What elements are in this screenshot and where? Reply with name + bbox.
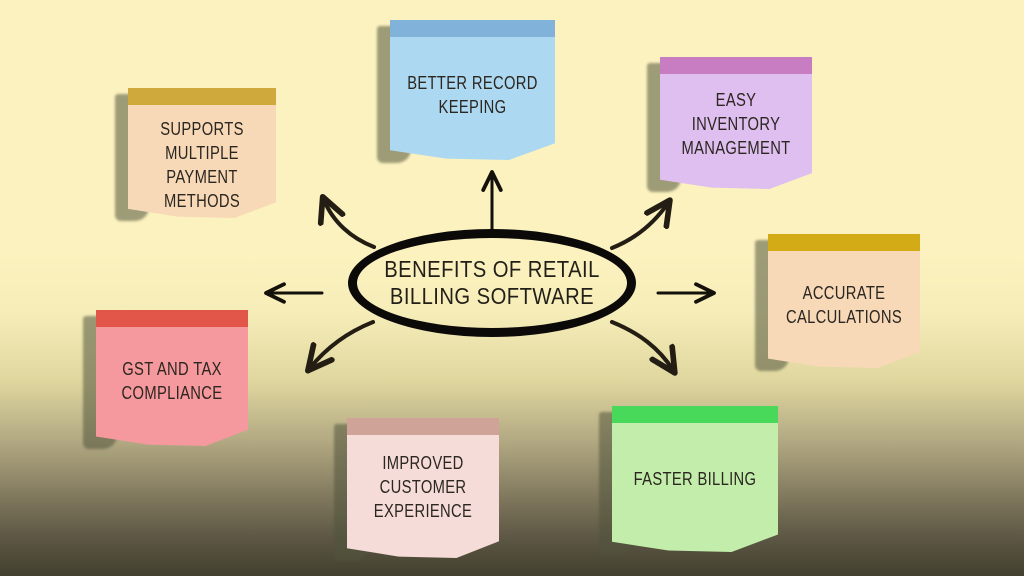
ellipse-outline bbox=[348, 229, 636, 337]
note-body bbox=[612, 406, 778, 552]
sticky-note-gst-and-tax-compliance[interactable]: GST AND TAX COMPLIANCE bbox=[83, 310, 248, 450]
note-paper bbox=[96, 310, 248, 446]
sticky-note-improved-customer-experience[interactable]: IMPROVED CUSTOMER EXPERIENCE bbox=[334, 418, 499, 562]
note-label: EASY INVENTORY MANAGEMENT bbox=[681, 90, 791, 158]
note-strip bbox=[660, 57, 812, 74]
note-body bbox=[660, 57, 812, 189]
note-paper bbox=[660, 57, 812, 189]
central-topic-ellipse[interactable]: BENEFITS OF RETAIL BILLING SOFTWARE bbox=[348, 229, 636, 337]
note-strip bbox=[768, 234, 920, 251]
note-paper bbox=[768, 234, 920, 368]
note-body bbox=[96, 310, 248, 446]
note-strip bbox=[96, 310, 248, 327]
note-body bbox=[128, 88, 276, 218]
note-body bbox=[390, 20, 555, 160]
sticky-note-accurate-calculations[interactable]: ACCURATE CALCULATIONS bbox=[755, 234, 920, 372]
note-strip bbox=[128, 88, 276, 105]
sticky-note-easy-inventory-management[interactable]: EASY INVENTORY MANAGEMENT bbox=[647, 57, 812, 193]
note-strip bbox=[390, 20, 555, 37]
central-topic-label: BENEFITS OF RETAIL BILLING SOFTWARE bbox=[384, 255, 600, 309]
note-paper bbox=[612, 406, 778, 552]
note-strip bbox=[347, 418, 499, 435]
note-label: GST AND TAX COMPLIANCE bbox=[121, 359, 223, 403]
note-paper bbox=[347, 418, 499, 558]
sticky-note-faster-billing[interactable]: FASTER BILLING bbox=[599, 406, 778, 556]
note-strip bbox=[612, 406, 778, 423]
note-body bbox=[347, 418, 499, 558]
note-label: SUPPORTS MULTIPLE PAYMENT METHODS bbox=[160, 119, 244, 211]
note-paper bbox=[128, 88, 276, 218]
sticky-note-better-record-keeping[interactable]: BETTER RECORD KEEPING bbox=[377, 20, 555, 164]
note-label: FASTER BILLING bbox=[633, 469, 757, 489]
note-paper bbox=[390, 20, 555, 160]
note-label: IMPROVED CUSTOMER EXPERIENCE bbox=[373, 453, 473, 521]
note-label: ACCURATE CALCULATIONS bbox=[785, 283, 903, 327]
sticky-note-supports-multiple-payment-methods[interactable]: SUPPORTS MULTIPLE PAYMENT METHODS bbox=[115, 88, 276, 222]
note-body bbox=[768, 234, 920, 368]
note-label: BETTER RECORD KEEPING bbox=[407, 73, 538, 117]
